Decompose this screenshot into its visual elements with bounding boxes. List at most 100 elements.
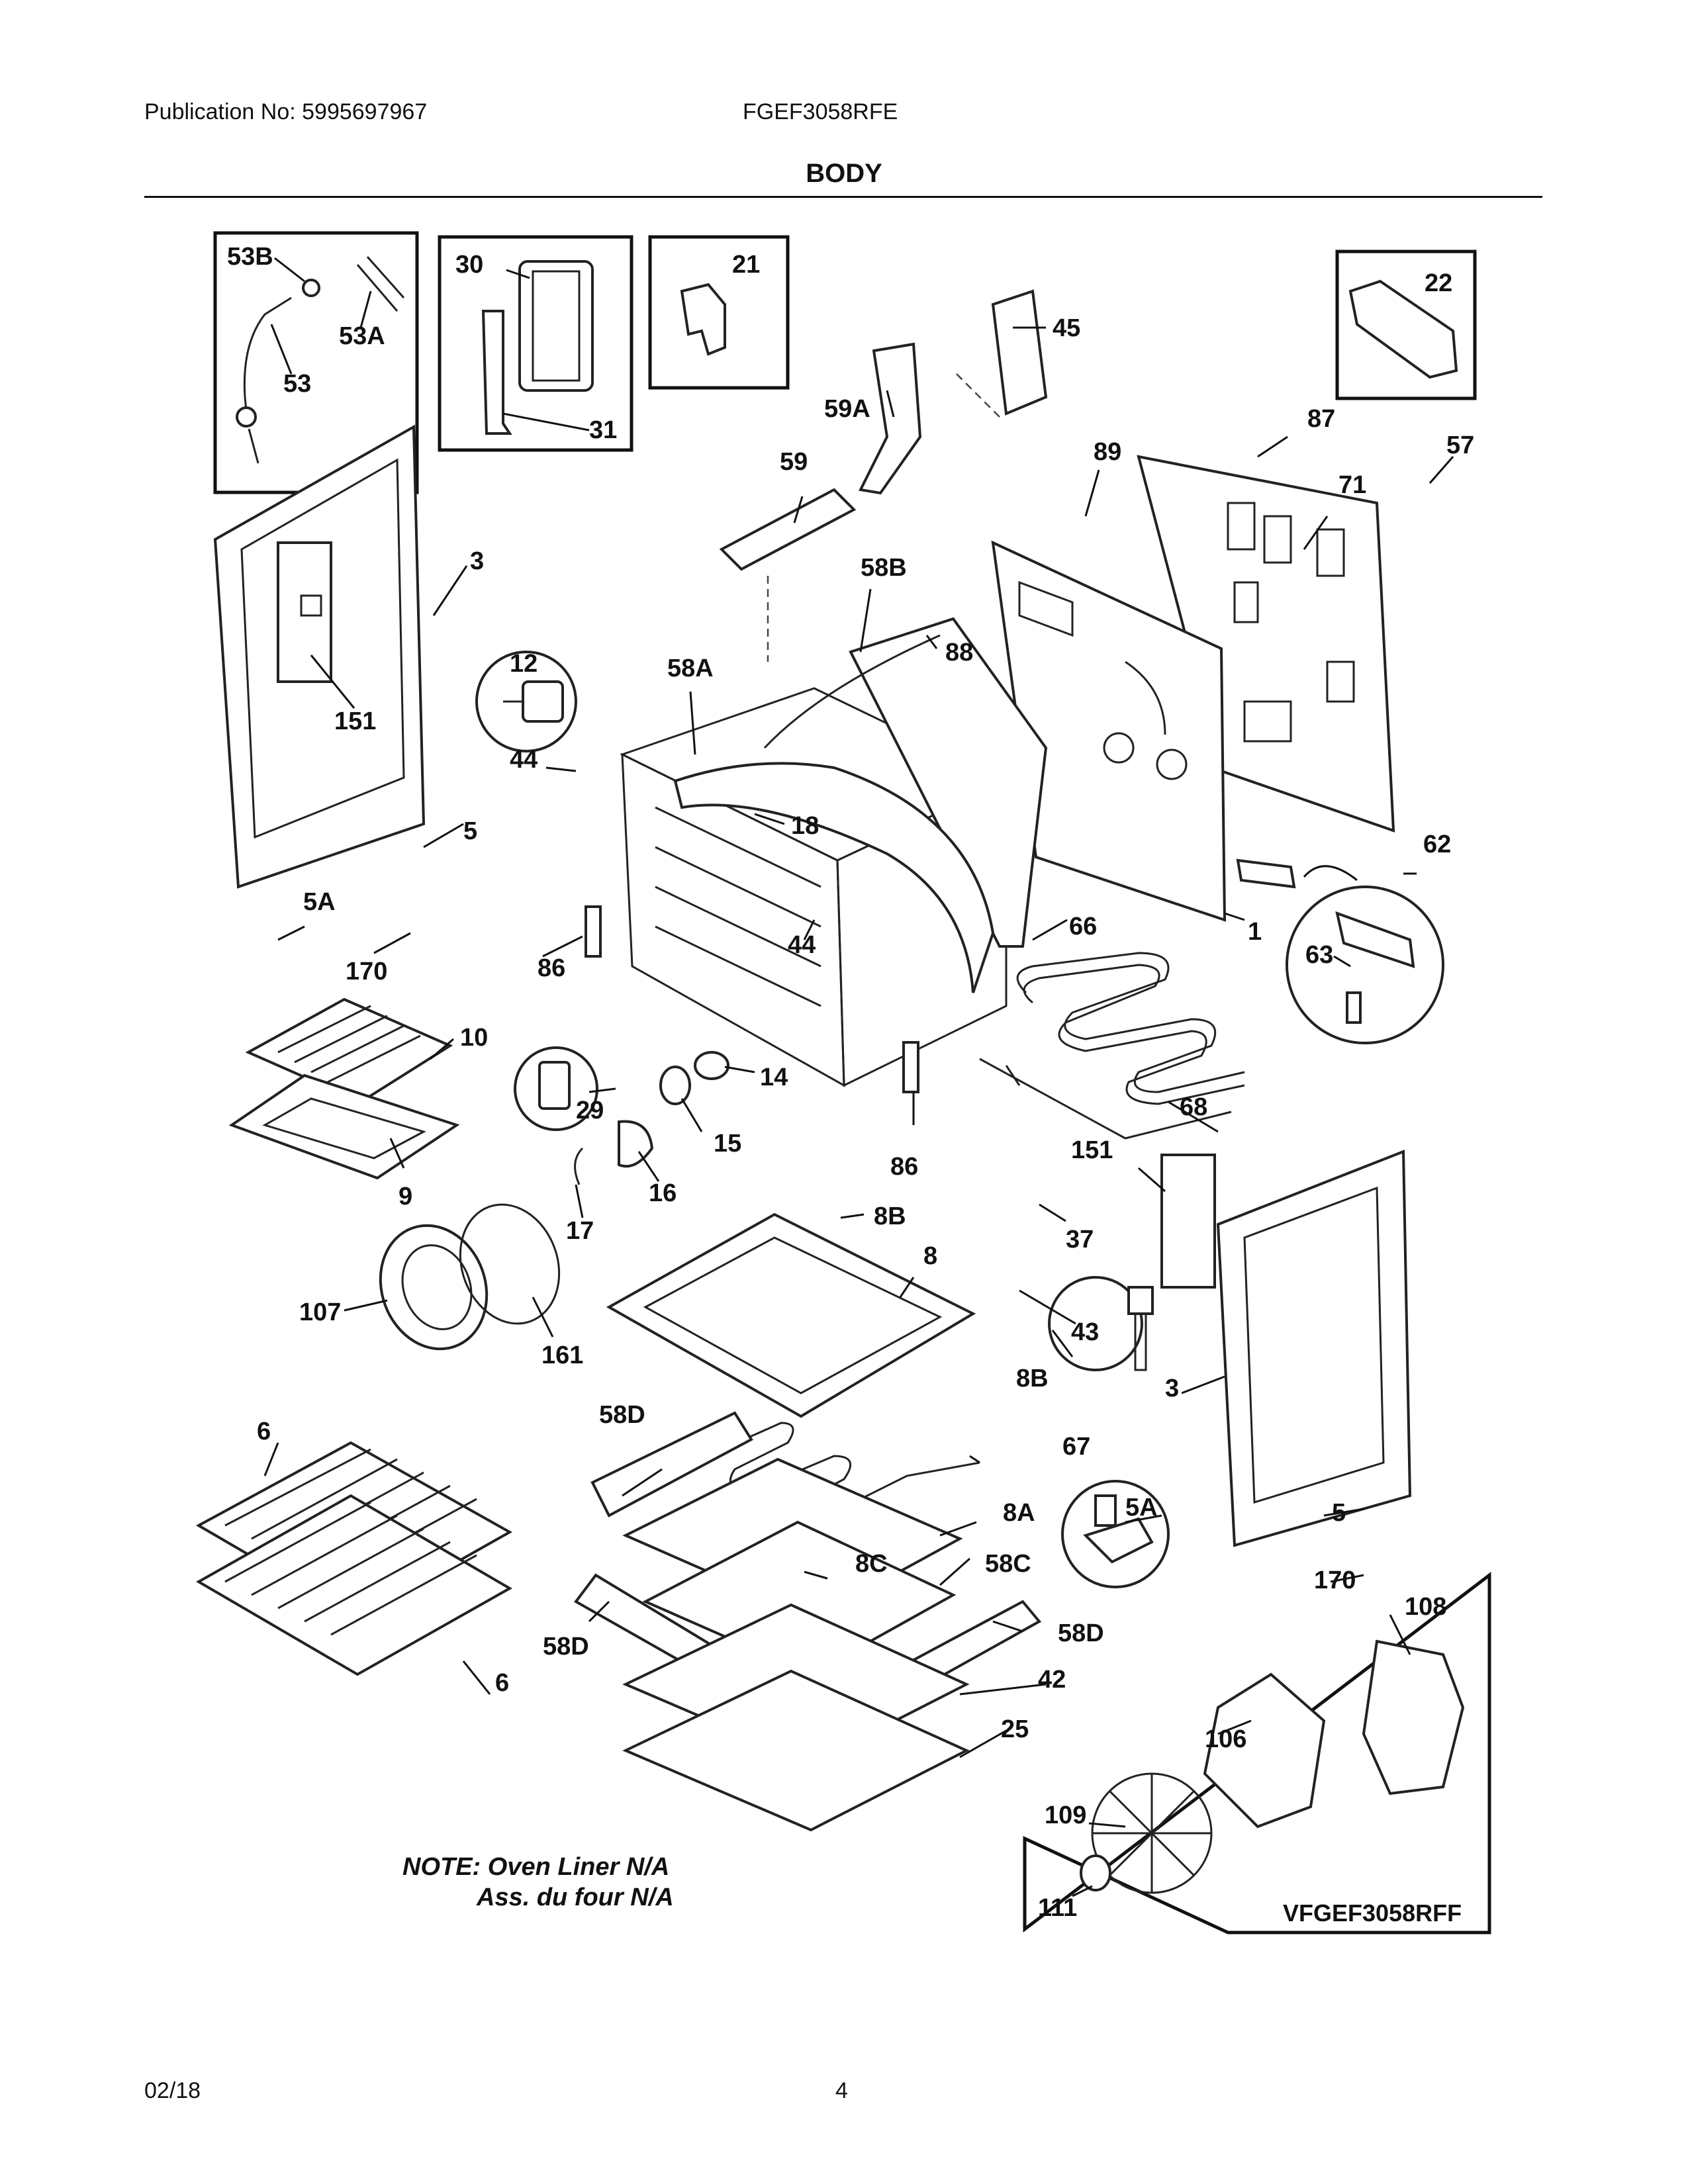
label-5-right: 5: [1332, 1499, 1346, 1527]
label-8: 8: [923, 1242, 937, 1270]
inset-box-bracket-21: [648, 235, 790, 390]
label-44-lower: 44: [788, 931, 816, 959]
inset-box-bracket-22: [1335, 250, 1477, 400]
label-45: 45: [1053, 314, 1080, 342]
part-number-labels: 53B 53A 53 30 31 21 22 45 59A 59 87 57 8…: [227, 243, 1474, 1922]
label-14: 14: [760, 1064, 788, 1091]
rack-support-right: [902, 1041, 919, 1093]
label-71: 71: [1338, 471, 1366, 499]
label-88: 88: [945, 639, 973, 666]
oven-insulation: [673, 617, 1048, 993]
label-17: 17: [566, 1217, 594, 1245]
label-5A-left: 5A: [303, 888, 336, 916]
label-58B: 58B: [861, 554, 907, 582]
sheet-code: VFGEF3058RFF: [1283, 1899, 1462, 1927]
callout-screw: [1048, 1276, 1154, 1371]
header-rule: [144, 196, 1542, 198]
base-panels: [622, 1603, 970, 1832]
label-87: 87: [1307, 405, 1335, 433]
label-53B: 53B: [227, 243, 273, 271]
label-59A: 59A: [824, 395, 870, 423]
label-58D-upper: 58D: [599, 1401, 645, 1429]
label-53: 53: [283, 370, 311, 398]
vent-duct: [719, 289, 1048, 662]
label-8B-upper: 8B: [874, 1203, 906, 1230]
publication-number: Publication No: 5995697967: [144, 99, 428, 124]
label-43: 43: [1071, 1318, 1099, 1346]
rear-wall: [991, 540, 1227, 922]
label-15: 15: [714, 1130, 741, 1158]
label-12: 12: [510, 650, 538, 678]
label-86-upper: 86: [538, 954, 565, 982]
callout-leveling-leg: [1061, 1480, 1170, 1588]
label-25: 25: [1001, 1715, 1029, 1743]
label-58C: 58C: [985, 1550, 1031, 1578]
label-42: 42: [1038, 1666, 1066, 1694]
broil-pan: [228, 997, 460, 1180]
label-107: 107: [299, 1298, 341, 1326]
label-58A: 58A: [667, 655, 714, 682]
section-title: BODY: [806, 159, 882, 188]
label-67: 67: [1062, 1433, 1090, 1461]
oven-racks: [195, 1441, 513, 1676]
bake-element: [979, 952, 1245, 1140]
label-3-left: 3: [470, 547, 484, 575]
label-8C: 8C: [855, 1550, 888, 1578]
inset-box-vent: [438, 235, 633, 452]
page-number: 4: [835, 2078, 848, 2103]
leader-lines: [263, 257, 1454, 1897]
label-62: 62: [1423, 831, 1451, 858]
label-63: 63: [1305, 941, 1333, 969]
side-panel-left: [213, 424, 426, 889]
label-44-upper: 44: [510, 746, 538, 774]
label-16: 16: [649, 1179, 677, 1207]
label-10: 10: [460, 1024, 488, 1052]
label-22: 22: [1425, 269, 1452, 297]
label-111: 111: [1038, 1894, 1077, 1922]
label-29: 29: [576, 1097, 604, 1124]
label-9: 9: [399, 1183, 412, 1210]
footer-date: 02/18: [144, 2078, 201, 2103]
convection-fan-motor: [1080, 1639, 1465, 1894]
oven-sensor: [236, 256, 405, 464]
label-6-lower: 6: [495, 1669, 509, 1697]
label-170-left: 170: [346, 958, 387, 985]
label-86-lower: 86: [890, 1153, 918, 1181]
label-58D-right: 58D: [1058, 1619, 1104, 1647]
label-18: 18: [791, 812, 819, 840]
label-6-upper: 6: [257, 1418, 271, 1445]
label-109: 109: [1045, 1801, 1086, 1829]
label-57: 57: [1446, 432, 1474, 459]
label-3-right: 3: [1165, 1375, 1179, 1402]
note-oven-liner-fr: Ass. du four N/A: [477, 1884, 674, 1911]
label-5A-right: 5A: [1125, 1494, 1158, 1522]
side-panel-right: [1160, 1150, 1412, 1547]
label-30: 30: [455, 251, 483, 279]
label-106: 106: [1205, 1725, 1246, 1753]
label-31: 31: [589, 416, 617, 444]
callout-light-socket: [475, 651, 577, 752]
vent-trim: [481, 260, 594, 435]
label-21: 21: [732, 251, 760, 279]
label-8A: 8A: [1003, 1499, 1035, 1527]
convection-cover: [379, 1203, 561, 1351]
label-8B-lower: 8B: [1016, 1365, 1049, 1392]
model-number: FGEF3058RFE: [743, 99, 898, 124]
label-68: 68: [1180, 1093, 1207, 1121]
bracket-22: [1348, 279, 1458, 379]
label-89: 89: [1094, 438, 1121, 466]
note-oven-liner-en: NOTE: Oven Liner N/A: [402, 1853, 670, 1881]
label-151-left: 151: [334, 707, 376, 735]
callout-terminal-block: [1236, 858, 1444, 1044]
label-5-left: 5: [463, 817, 477, 845]
oven-lamp-assembly: [514, 1046, 729, 1185]
drawer-tray: [606, 1212, 976, 1418]
label-108: 108: [1405, 1593, 1446, 1621]
label-1: 1: [1248, 918, 1262, 946]
label-59: 59: [780, 448, 808, 476]
label-37: 37: [1066, 1226, 1094, 1253]
label-151-right: 151: [1071, 1136, 1113, 1164]
label-161: 161: [541, 1342, 583, 1369]
label-53A: 53A: [339, 322, 385, 350]
